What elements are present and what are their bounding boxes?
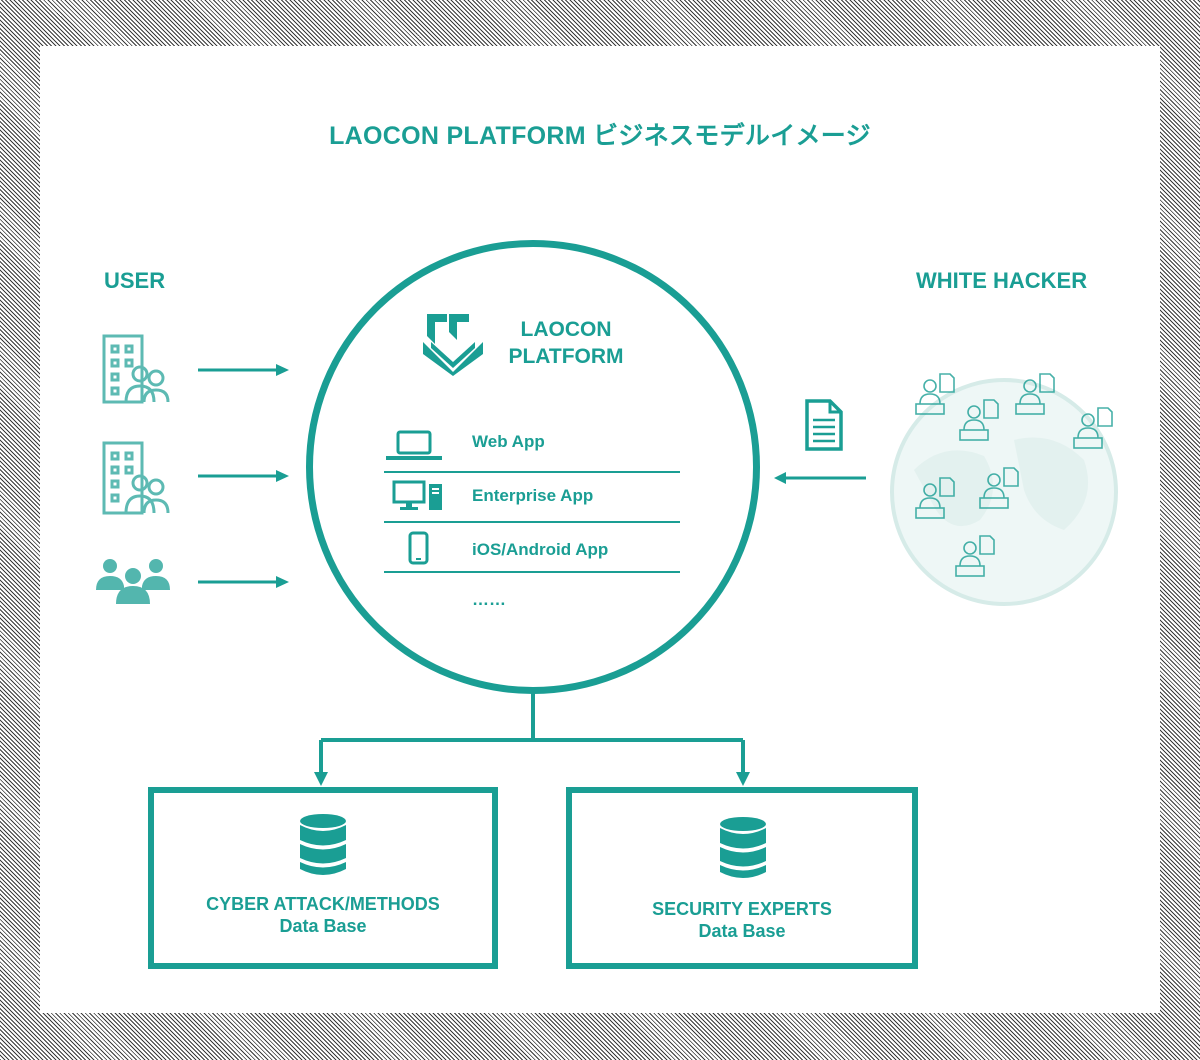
database-icon [720, 817, 766, 878]
smartphone-icon [408, 531, 429, 565]
globe-hackers-icon [890, 373, 1118, 606]
user-group-icon [96, 559, 170, 604]
hacker-icons [915, 373, 1113, 577]
app-label-enterprise: Enterprise App [472, 486, 594, 505]
database-label-line2: Data Base [279, 916, 367, 936]
diagram-title: LAOCON PLATFORM ビジネスモデルイメージ [329, 122, 871, 150]
desktop-computer-icon [392, 480, 442, 510]
company-users-icon [102, 441, 170, 515]
database-label-line1: CYBER ATTACK/METHODS [206, 894, 440, 914]
app-divider [384, 521, 680, 523]
attack-methods-database-label: CYBER ATTACK/METHODS Data Base [148, 893, 498, 937]
hacker-arrow [774, 472, 866, 484]
database-label-line2: Data Base [698, 921, 786, 941]
app-divider [384, 471, 680, 473]
database-icon [300, 814, 346, 875]
platform-name: LAOCON PLATFORM [494, 316, 638, 370]
database-connector [314, 690, 750, 786]
platform-name-line2: PLATFORM [508, 345, 624, 368]
platform-name-line1: LAOCON [520, 318, 612, 341]
laptop-icon [386, 430, 442, 460]
app-list-more: …… [472, 590, 506, 609]
database-label-line1: SECURITY EXPERTS [652, 899, 832, 919]
platform-circle [306, 240, 760, 694]
user-label: USER [104, 268, 166, 293]
document-icon [805, 399, 843, 451]
app-divider [384, 571, 680, 573]
app-label-mobile: iOS/Android App [472, 540, 609, 559]
app-label-web: Web App [472, 432, 545, 451]
security-experts-database-label: SECURITY EXPERTS Data Base [566, 898, 918, 942]
company-users-icon [102, 334, 170, 404]
white-hacker-label: WHITE HACKER [916, 268, 1088, 293]
user-arrows [198, 364, 289, 588]
laocon-logo-icon [423, 314, 483, 376]
